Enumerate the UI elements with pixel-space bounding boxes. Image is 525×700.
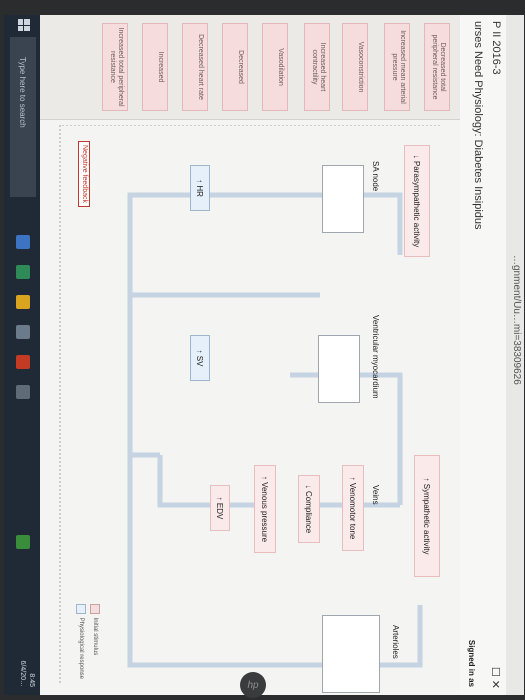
sa-node-label: SA node [371, 161, 380, 192]
legend-item: Physiological response [76, 603, 86, 679]
legend-item: Initial stimulus [90, 603, 100, 679]
legend-label: Physiological response [78, 617, 84, 679]
assignment-title: urses Need Physiology: Diabetes Insipidu… [472, 21, 484, 230]
venous-pressure-node: ↑ Venous pressure [254, 465, 276, 553]
sv-node: ↑ SV [190, 335, 210, 381]
store-icon[interactable] [16, 325, 30, 339]
term-tile[interactable]: Increased heart contractility [304, 23, 330, 111]
windows-taskbar: Type here to search 8:45 6/4/20… [4, 15, 40, 695]
term-tile[interactable]: Decreased heart rate [182, 23, 208, 111]
browser-window: …gnment/Uu…mi=38309626 P II 2016-3 urses… [4, 15, 524, 695]
term-tile[interactable]: Decreased [222, 23, 248, 111]
legend-label: Initial stimulus [92, 617, 98, 656]
connector-lines [59, 125, 440, 685]
windows-start-icon[interactable] [18, 19, 30, 31]
term-bank: Decreased total peripheral resistance In… [40, 15, 460, 120]
legend-swatch-response [76, 603, 86, 614]
clock-time: 8:45 [28, 673, 35, 687]
dropzone-arterioles[interactable] [322, 615, 380, 693]
legend-swatch-initial [90, 603, 100, 614]
course-code: P II 2016-3 [490, 21, 502, 75]
app-icon[interactable] [16, 385, 30, 399]
veins-label: Veins [371, 485, 380, 505]
concept-map: ↓ Parasympathetic activity ↑ Sympathetic… [40, 125, 460, 695]
activity-workspace: Decreased total peripheral resistance In… [40, 15, 460, 695]
tray-app-icon[interactable] [16, 535, 30, 549]
term-tile[interactable]: Vasoconstriction [342, 23, 368, 111]
edv-node: ↑ EDV [210, 485, 230, 531]
term-tile[interactable]: Increased mean arterial pressure [384, 23, 410, 111]
legend: Initial stimulus Physiological response [72, 603, 100, 679]
dropzone-hr-effect[interactable] [322, 165, 364, 233]
parasympathetic-node: ↓ Parasympathetic activity [404, 145, 430, 257]
compliance-node: ↓ Compliance [298, 475, 320, 543]
tray-clock[interactable]: 8:45 6/4/20… [18, 661, 36, 687]
term-tile[interactable]: Increased total peripheral resistance [102, 23, 128, 111]
negative-feedback-label: Negative feedback [78, 141, 90, 207]
address-bar[interactable]: …gnment/Uu…mi=38309626 [506, 15, 524, 695]
url-text: …gnment/Uu…mi=38309626 [511, 255, 522, 385]
window-controls[interactable]: ☐ ✕ [489, 666, 501, 689]
sympathetic-node: ↑ Sympathetic activity [414, 455, 440, 577]
assignment-header: P II 2016-3 urses Need Physiology: Diabe… [459, 15, 506, 695]
dropzone-contractility[interactable] [318, 335, 360, 403]
ventricular-label: Ventricular myocardium [371, 315, 380, 399]
arterioles-label: Arterioles [391, 625, 400, 659]
term-tile[interactable]: Decreased total peripheral resistance [424, 23, 450, 111]
edge-browser-icon[interactable] [16, 265, 30, 279]
hr-node: ↑ HR [190, 165, 210, 211]
clock-date: 6/4/20… [19, 660, 26, 687]
taskbar-search-input[interactable]: Type here to search [10, 37, 36, 197]
signed-in-label: Signed in as [467, 639, 476, 687]
task-view-icon[interactable] [16, 235, 30, 249]
term-tile[interactable]: Increased [142, 23, 168, 111]
chrome-icon[interactable] [16, 355, 30, 369]
file-explorer-icon[interactable] [16, 295, 30, 309]
venomotor-node: ↑ Venomotor tone [342, 465, 364, 551]
hp-logo: hp [240, 672, 266, 698]
term-tile[interactable]: Vasodilation [262, 23, 288, 111]
